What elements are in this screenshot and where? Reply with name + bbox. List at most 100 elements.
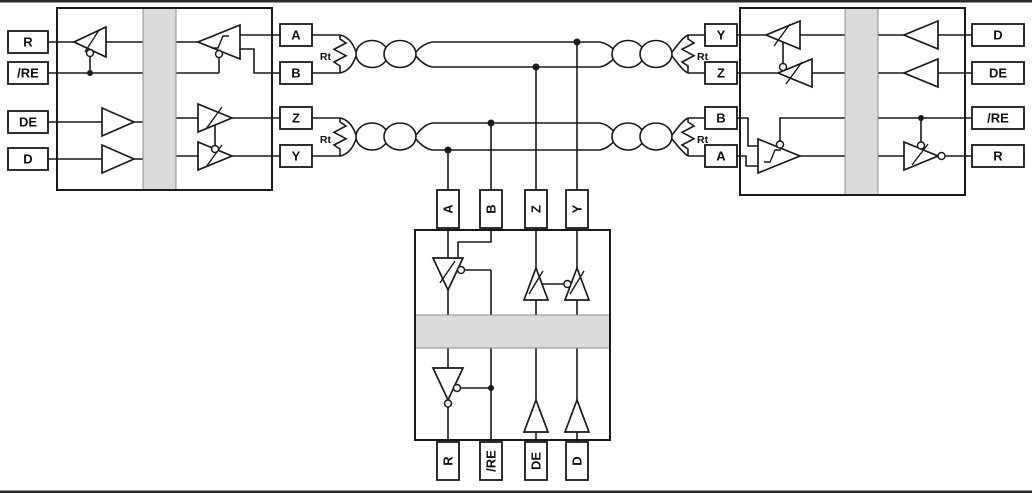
pin-label: D [570,456,585,465]
enable-slash-marks [773,23,929,166]
device-outline [414,229,611,441]
enable-slash-marks [84,29,223,168]
pin-box [524,441,548,481]
termination-resistor-right-bottom [680,118,696,156]
pin-box [565,189,589,229]
pin-b: B [704,106,738,130]
pin-de: DE [7,110,49,134]
pin-label: A [716,149,726,164]
device-outline [739,7,966,196]
twisted-pair-top-wires [312,34,705,74]
junction-dot [488,385,494,391]
pin-a: A [436,189,460,229]
junction-dot [444,146,452,154]
pin-r: R [7,30,49,54]
termination-resistor-left-bottom [332,118,348,156]
pin-box [7,61,49,85]
pin-box [704,144,738,168]
pin-box [279,106,313,130]
pin-label: B [484,204,499,213]
internal-wires [447,228,578,442]
pin-y: Y [279,144,313,168]
junction-dot [87,70,93,76]
pin-label: R [441,456,456,466]
internal-wires [737,34,972,167]
pin-box [971,23,1025,47]
bottom-transceiver: A B Z Y R /RE DE D [414,189,611,481]
pin-d: D [7,147,49,171]
de-buffer-icon [522,397,550,433]
device-outline [56,7,273,191]
pin-box [704,61,738,85]
twist-loop-icon [639,39,673,69]
pin-box [971,61,1025,85]
pin-re: /RE [7,61,49,85]
pin-label: Y [292,149,301,164]
pin-r: R [436,441,460,481]
twist-loop-icon [383,122,417,151]
d-buffer-icon [563,397,591,433]
pin-re: /RE [479,441,503,481]
pin-a: A [279,23,313,47]
pin-d: D [565,441,589,481]
twisted-pair-bottom-wires [312,117,705,157]
bus-wiring: Rt Rt Rt Rt [312,34,709,190]
pin-box [279,61,313,85]
invert-bubble-icon [443,399,453,408]
invert-bubble-icon [937,151,946,161]
hysteresis-icon [764,149,781,163]
internal-wires [48,34,280,160]
pin-a: A [704,144,738,168]
pin-label: B [291,66,300,81]
pin-z: Z [704,61,738,85]
bus-tap-wires [447,42,578,190]
pin-label: D [993,28,1002,43]
pin-b: B [279,61,313,85]
termination-resistor-left-top [332,35,348,73]
driver-y-icon [763,19,801,51]
isolation-barrier [844,7,879,196]
enable-bubble-icon [563,279,572,289]
hysteresis-icon [212,35,229,49]
enable-bubble-icon [778,62,788,72]
pin-label: Z [292,111,300,126]
twist-loop-icon [639,122,673,151]
pin-de: DE [971,61,1025,85]
rt-label: Rt [697,51,709,63]
pin-box [279,144,313,168]
pin-box [436,441,460,481]
pin-box [279,23,313,47]
enable-bubble-icon [210,144,220,154]
pin-box [436,189,460,229]
rt-label: Rt [320,51,332,63]
driver-z-icon [775,57,813,89]
left-transceiver: R /RE DE D A B Z Y [7,7,313,191]
de-buffer-icon [101,106,137,138]
pin-box [704,23,738,47]
pin-d: D [971,23,1025,47]
pin-box [7,147,49,171]
junction-dot [918,115,924,121]
junction-dot [573,38,581,46]
twist-loop-icon [383,39,417,69]
bottom-edge-line [0,490,1032,493]
enable-bubble-icon [916,141,926,150]
pin-box [524,189,548,229]
pin-y: Y [704,23,738,47]
pin-b: B [479,189,503,229]
pin-label: Y [717,28,726,43]
junction-dot [532,63,540,71]
pin-box [704,106,738,130]
pin-box [7,110,49,134]
rt-label: Rt [320,134,332,146]
pin-label: B [716,111,725,126]
pin-box [971,144,1025,168]
de-buffer-icon [901,57,939,89]
pin-box [479,189,503,229]
pin-z: Z [279,106,313,130]
pin-box [565,441,589,481]
pin-label: DE [529,452,544,470]
pin-box [7,30,49,54]
